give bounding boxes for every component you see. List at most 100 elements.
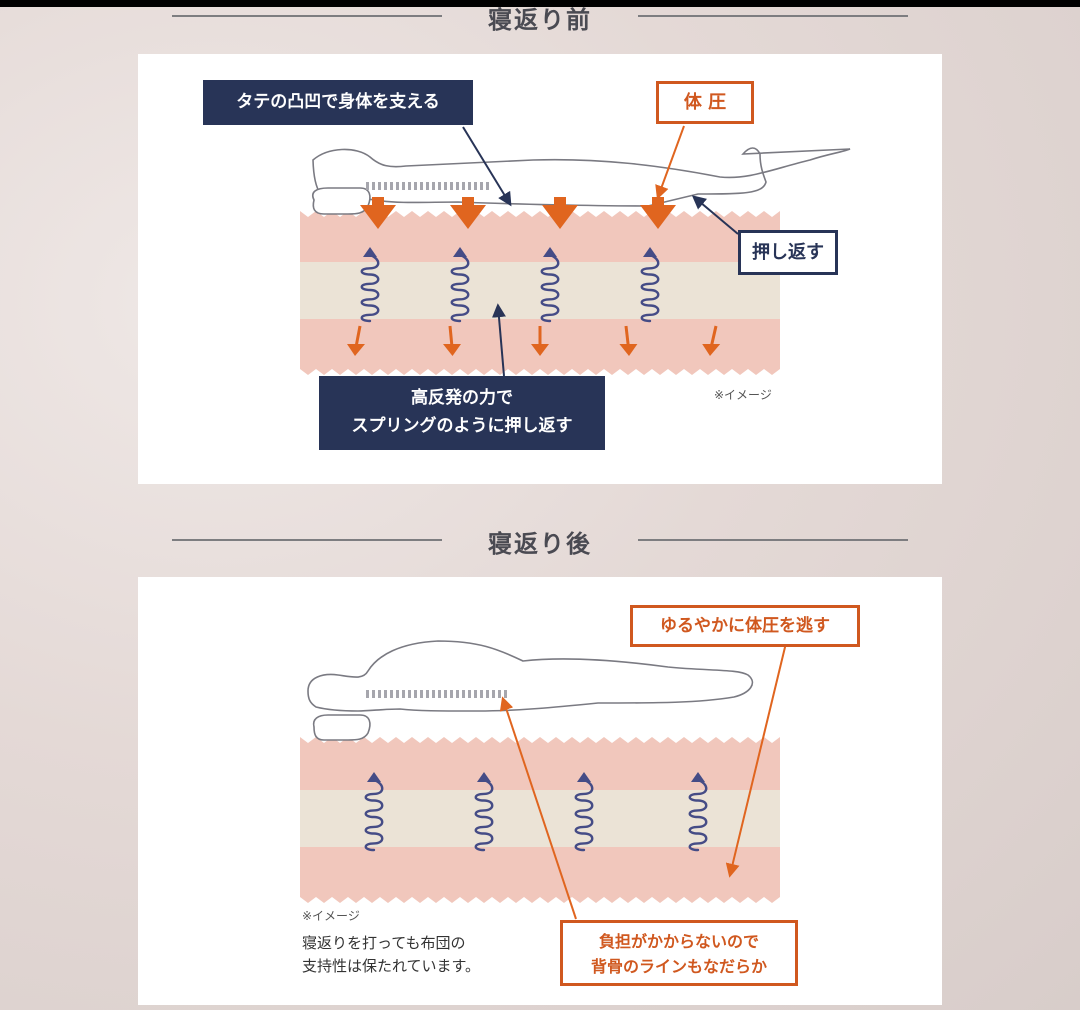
- vertebra: [438, 182, 441, 190]
- spring-arrow-icon: [363, 247, 377, 257]
- vertebra: [384, 690, 387, 698]
- vertebra: [474, 182, 477, 190]
- vertebra: [498, 690, 501, 698]
- vertebra: [390, 182, 393, 190]
- pressure-arrow-icon: [450, 205, 486, 229]
- pointer-push-back: [691, 195, 739, 235]
- vertebra: [486, 690, 489, 698]
- before-heading-text: 寝返り前: [488, 6, 592, 34]
- pointer-support: [462, 126, 512, 207]
- vertebra: [366, 690, 369, 698]
- spring-arrow-icon: [453, 247, 467, 257]
- heading-line-right: [638, 15, 908, 17]
- release-arrow-shaft: [709, 325, 718, 348]
- release-arrow-icon: [702, 344, 721, 356]
- pressure-arrow-icon: [542, 205, 578, 229]
- after-heading: 寝返り後: [0, 520, 1080, 560]
- pressure-arrow-icon: [640, 205, 676, 229]
- pillow-before: [312, 187, 371, 215]
- after-diagram: [300, 640, 787, 920]
- vertebra: [450, 690, 453, 698]
- vertebra: [372, 182, 375, 190]
- vertebra: [396, 182, 399, 190]
- vertebra: [444, 690, 447, 698]
- mattress-after: [300, 737, 780, 903]
- caption-line2: 支持性は保たれています。: [302, 957, 481, 975]
- pressure-arrow-shaft: [462, 197, 474, 207]
- vertebra: [456, 182, 459, 190]
- spring-arrow-icon: [543, 247, 557, 257]
- spring-arrow-icon: [577, 772, 591, 782]
- vertebra: [390, 690, 393, 698]
- vertebra: [438, 690, 441, 698]
- body-silhouette-after: [307, 640, 754, 712]
- pointer-spine: [499, 696, 577, 920]
- spring-coil: [574, 778, 594, 852]
- vertebra: [432, 182, 435, 190]
- label-spring-line1: 高反発の力で: [411, 388, 513, 408]
- pressure-arrows: [360, 197, 676, 229]
- top-bar: [0, 0, 1080, 7]
- label-spine: 負担がかからないので 背骨のラインもなだらか: [560, 920, 798, 986]
- spring-coil: [450, 253, 470, 323]
- before-panel: タテの凸凹で身体を支える 体 圧 押し返す 高反発の力で スプリングのように押し…: [138, 54, 942, 484]
- vertebra: [432, 690, 435, 698]
- note-image-after: ※イメージ: [302, 909, 360, 923]
- release-arrow-shaft: [354, 325, 362, 348]
- heading-line-right: [638, 539, 908, 541]
- spine-after: [366, 690, 507, 698]
- before-heading: 寝返り前: [0, 0, 1080, 36]
- spine-before: [366, 182, 489, 190]
- pressure-arrow-shaft: [554, 197, 566, 207]
- after-panel: ゆるやかに体圧を逃す 負担がかからないので 背骨のラインもなだらか ※イメージ …: [138, 577, 942, 1005]
- vertebra: [408, 182, 411, 190]
- vertebra: [456, 690, 459, 698]
- vertebra: [426, 182, 429, 190]
- spring-coil: [688, 778, 708, 852]
- vertebra: [426, 690, 429, 698]
- vertebra: [420, 690, 423, 698]
- vertebra: [480, 690, 483, 698]
- vertebra: [462, 182, 465, 190]
- vertebra: [444, 182, 447, 190]
- before-diagram: [300, 125, 851, 377]
- label-spine-line2: 背骨のラインもなだらか: [590, 957, 767, 976]
- release-arrow-icon: [531, 344, 549, 356]
- spring-coil: [474, 778, 494, 852]
- release-arrow-icon: [347, 344, 365, 356]
- vertebra: [402, 182, 405, 190]
- release-arrow-icon: [619, 344, 638, 356]
- body-silhouette-before: [312, 147, 851, 207]
- caption: 寝返りを打っても布団の 支持性は保たれています。: [302, 932, 480, 978]
- vertebra: [480, 182, 483, 190]
- vertebra: [372, 690, 375, 698]
- core-layer: [300, 262, 780, 319]
- label-release: ゆるやかに体圧を逃す: [630, 605, 860, 647]
- vertebra: [468, 690, 471, 698]
- vertebra: [462, 690, 465, 698]
- pressure-arrow-shaft: [372, 197, 384, 207]
- springs-before: [360, 247, 660, 323]
- pointer-release: [725, 642, 787, 878]
- release-arrow-shaft: [624, 325, 630, 348]
- release-arrow-shaft: [448, 325, 454, 348]
- spring-coil: [640, 253, 660, 323]
- spring-arrow-icon: [691, 772, 705, 782]
- label-spring-line2: スプリングのように押し返す: [351, 416, 573, 436]
- vertebra: [504, 690, 507, 698]
- vertebra: [396, 690, 399, 698]
- spring-arrow-icon: [477, 772, 491, 782]
- vertebra: [450, 182, 453, 190]
- vertebra: [492, 690, 495, 698]
- vertebra: [474, 690, 477, 698]
- pointer-pressure: [655, 125, 685, 200]
- label-push-back: 押し返す: [738, 230, 838, 275]
- vertebra: [384, 182, 387, 190]
- spring-arrow-icon: [367, 772, 381, 782]
- pillow-after: [312, 714, 371, 741]
- core-layer: [300, 790, 780, 847]
- vertebra: [378, 182, 381, 190]
- vertebra: [378, 690, 381, 698]
- pressure-arrow-icon: [360, 205, 396, 229]
- vertebra: [468, 182, 471, 190]
